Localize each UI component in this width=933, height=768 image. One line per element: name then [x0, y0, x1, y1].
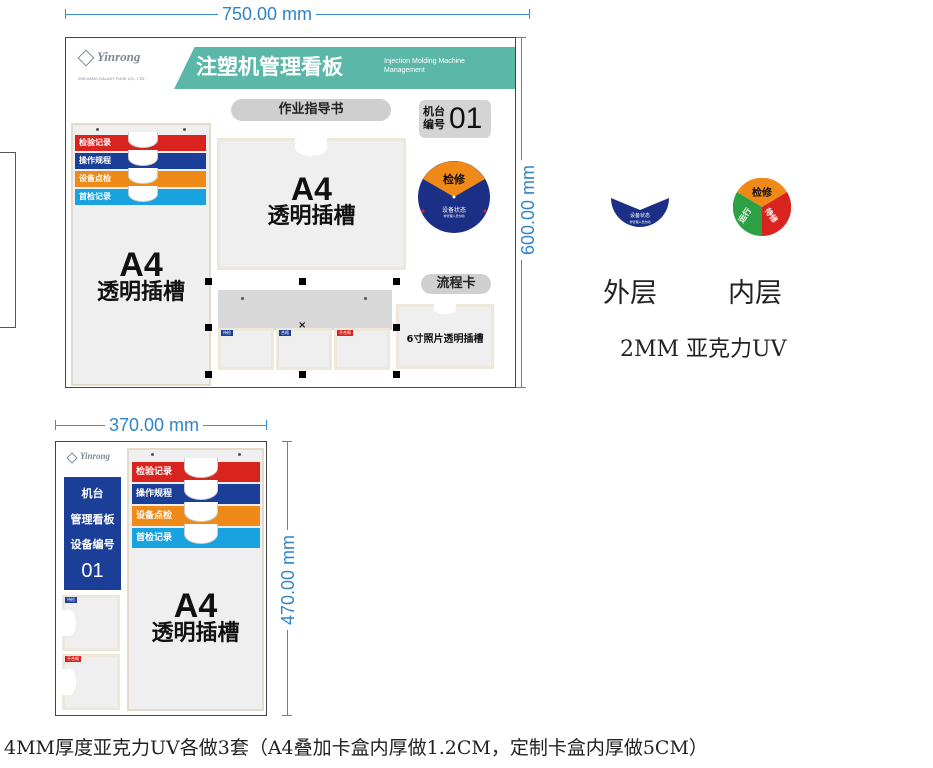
- tab-cut-3: [128, 168, 158, 184]
- selection-handle-ml[interactable]: [205, 324, 212, 331]
- side-slot-notch-2: [62, 669, 76, 695]
- logo-diamond-icon: [77, 49, 95, 67]
- side-tab-cut-2: [184, 480, 218, 500]
- side-card-slot-1: [62, 595, 120, 651]
- side-hole-right: [238, 453, 241, 456]
- side-hole-left: [151, 453, 154, 456]
- selection-center-x-icon[interactable]: ×: [298, 320, 307, 331]
- header-band: [174, 47, 515, 89]
- work-instruction-pill: 作业指导书: [231, 99, 391, 121]
- flow-card-pill: 流程卡: [421, 274, 491, 294]
- side-tab-cut-3: [184, 502, 218, 522]
- left-a4-text: 透明插槽: [96, 280, 185, 305]
- side-slot-notch-1: [62, 610, 76, 636]
- side-a4-text: 透明插槽: [151, 621, 240, 646]
- side-tab-pending: 待检: [65, 597, 77, 603]
- material-caption: 2MM 亚克力UV: [620, 337, 787, 362]
- side-a4-label: A4: [173, 587, 218, 625]
- outer-layer-dial: [611, 198, 669, 228]
- tab-cut-4: [128, 186, 158, 202]
- photo-slot-label: 6寸照片透明插槽: [406, 334, 484, 345]
- photo-slot-notch: [434, 304, 456, 314]
- bottom-hole-left: [241, 297, 244, 300]
- selection-handle-bl[interactable]: [205, 371, 212, 378]
- tab-cut-2: [128, 150, 158, 166]
- bottom-card-slot-1: [218, 328, 274, 370]
- inner-layer-dial: [733, 178, 791, 236]
- side-machine-number: 01: [81, 560, 104, 582]
- tab-cut-1: [128, 132, 158, 148]
- small-tab-unqualified: 不合格: [337, 330, 353, 336]
- photo-slot: [396, 304, 494, 369]
- status-dial: [418, 161, 490, 233]
- side-equipment-label: 设备编号: [70, 538, 115, 551]
- side-management-label: 管理看板: [70, 513, 115, 526]
- inner-dial-top: 检修: [752, 188, 772, 199]
- top-height-tick-top: [516, 37, 526, 38]
- board-title: 注塑机管理看板: [196, 55, 343, 79]
- selection-handle-tm[interactable]: [299, 278, 306, 285]
- machine-number-box: [419, 100, 491, 138]
- dial-status-label: 设备状态: [441, 207, 466, 214]
- dial-repair-label: 检修: [443, 173, 465, 186]
- side-board: Yinrong 机台 管理看板 设备编号 01 待检 不合格 检验记录 操作规程…: [55, 441, 267, 716]
- machine-label-line1: 机台: [423, 105, 445, 118]
- side-machine-label: 机台: [81, 487, 104, 500]
- outer-dial-status: 设备状态: [629, 213, 650, 219]
- dial-status-sub: 非管理人员勿动: [443, 214, 465, 218]
- machine-label-line2: 编号: [423, 118, 445, 131]
- footer-caption: 4MM厚度亚克力UV各做3套（A4叠加卡盒内厚做1.2CM，定制卡盒内厚做5CM…: [4, 737, 708, 759]
- bottom-height-tick-top: [282, 441, 292, 442]
- bottom-width-tick-left: [55, 420, 56, 430]
- center-a4-slot: [217, 138, 406, 270]
- center-a4-label: A4: [291, 171, 332, 207]
- bottom-width-label: 370.00 mm: [105, 415, 204, 435]
- mount-hole-left: [96, 128, 99, 131]
- bottom-height-tick-bottom: [282, 715, 292, 716]
- bottom-hole-right: [364, 297, 367, 300]
- selection-handle-tl[interactable]: [205, 278, 212, 285]
- top-width-label: 750.00 mm: [218, 4, 317, 24]
- mount-hole-right: [183, 128, 186, 131]
- side-card-slot-2: [62, 654, 120, 710]
- selection-handle-mr[interactable]: [393, 324, 400, 331]
- side-logo-text: Yinrong: [80, 451, 111, 461]
- outer-dial-sub: 非管理人员勿动: [629, 220, 651, 224]
- top-width-tick-right: [529, 9, 530, 19]
- logo-subtitle: ZHEJIANG GALAXY FUSE CO., LTD.: [78, 76, 146, 81]
- small-tab-pending: 待检: [221, 330, 233, 336]
- selection-handle-br[interactable]: [393, 371, 400, 378]
- board-subtitle-line2: Management: [384, 67, 425, 74]
- top-height-tick-bottom: [516, 387, 526, 388]
- top-height-label: 600.00 mm: [518, 160, 538, 260]
- side-logo-diamond-icon: [66, 452, 78, 464]
- small-tab-qualified: 合格: [279, 330, 291, 336]
- main-board: Yinrong ZHEJIANG GALAXY FUSE CO., LTD. 注…: [65, 37, 516, 388]
- left-edge-panel: [0, 152, 16, 328]
- selection-handle-tr[interactable]: [393, 278, 400, 285]
- machine-number: 01: [449, 102, 483, 135]
- bottom-height-label: 470.00 mm: [278, 530, 298, 630]
- selection-handle-bm[interactable]: [299, 371, 306, 378]
- outer-layer-caption: 外层: [603, 278, 657, 309]
- inner-layer-caption: 内层: [728, 278, 782, 309]
- bottom-width-tick-right: [266, 420, 267, 430]
- bottom-card-header: [218, 290, 392, 330]
- left-a4-label: A4: [119, 246, 163, 284]
- logo-text: Yinrong: [97, 49, 141, 64]
- center-slot-notch: [295, 138, 327, 156]
- side-tab-unqualified: 不合格: [65, 656, 81, 662]
- side-navy-panel: [64, 477, 121, 590]
- board-subtitle-line1: Injection Molding Machine: [384, 58, 465, 65]
- center-a4-text: 透明插槽: [267, 204, 356, 229]
- top-width-tick-left: [65, 9, 66, 19]
- side-tab-cut-4: [184, 524, 218, 544]
- side-tab-cut-1: [184, 458, 218, 478]
